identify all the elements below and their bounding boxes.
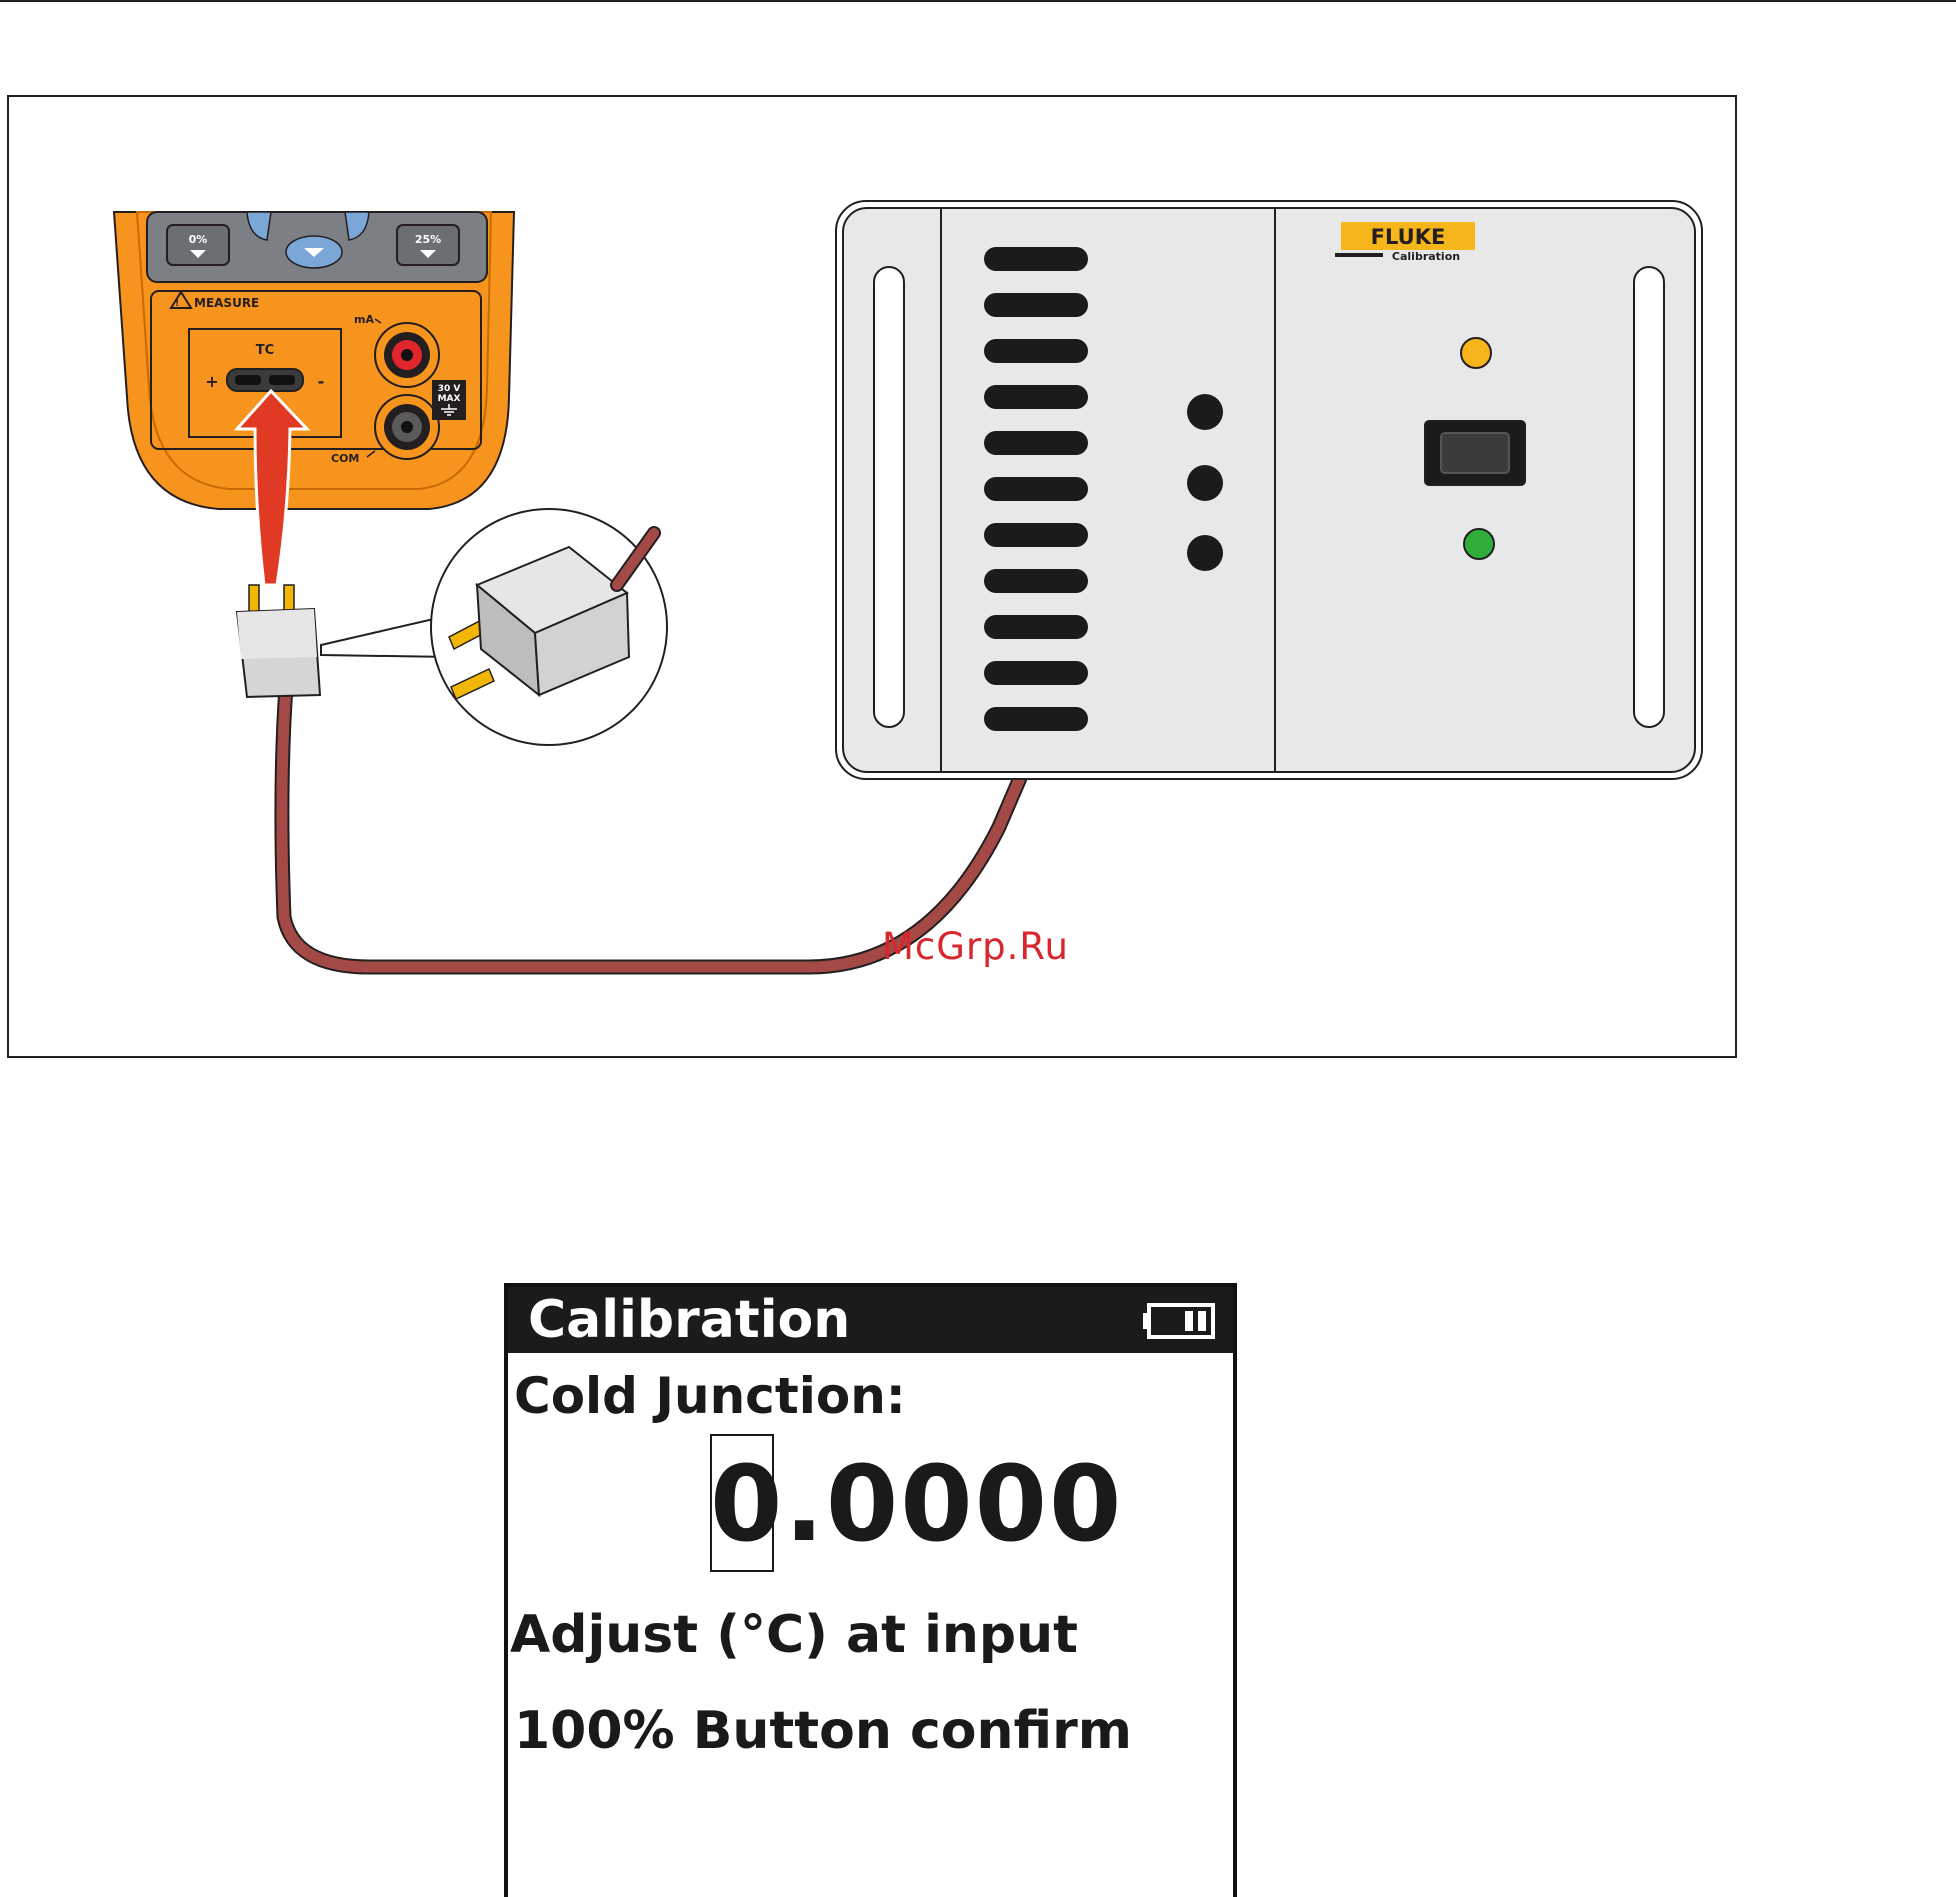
status-led-green: [1464, 529, 1494, 559]
well-hole-1: [1187, 394, 1223, 430]
connection-figure: 0% 25% ! MEASURE TC + - mA: [7, 95, 1737, 1058]
watermark: McGrp.Ru: [882, 925, 1069, 968]
ma-label: mA: [354, 313, 374, 326]
thermocouple-connector: [237, 585, 320, 697]
cold-junction-label: Cold Junction:: [514, 1367, 906, 1425]
well-hole-3: [1187, 535, 1223, 571]
com-label: COM: [331, 452, 359, 465]
instruction-line-2: 100% Button confirm: [514, 1701, 1132, 1761]
well-hole-2: [1187, 465, 1223, 501]
zero-percent-label: 0%: [189, 233, 208, 246]
status-led-yellow: [1461, 338, 1491, 368]
tc-label: TC: [256, 343, 274, 358]
fluke-logo-sub: Calibration: [1392, 250, 1460, 263]
max-rating-line2: MAX: [438, 394, 461, 404]
twentyfive-percent-label: 25%: [415, 233, 441, 246]
plus-label: +: [205, 372, 218, 391]
calibration-display: Calibration Cold Junction: 0.0000 Adjust…: [504, 1283, 1237, 1897]
calibrator: 0% 25% ! MEASURE TC + - mA: [114, 212, 514, 509]
max-rating-line1: 30 V: [438, 384, 461, 394]
connection-illustration: 0% 25% ! MEASURE TC + - mA: [9, 97, 1737, 1058]
handle-right: [1634, 267, 1664, 727]
svg-text:!: !: [175, 299, 179, 309]
page-top-rule: [0, 0, 1956, 2]
digit-cursor: [710, 1434, 774, 1572]
measure-label: MEASURE: [194, 296, 259, 310]
battery-icon: [1143, 1303, 1215, 1339]
heat-source-unit: FLUKE Calibration: [836, 201, 1702, 779]
cold-junction-value: 0.0000: [710, 1434, 1123, 1574]
handle-left: [874, 267, 904, 727]
display-title: Calibration: [528, 1289, 850, 1351]
minus-label: -: [318, 372, 325, 391]
instruction-line-1: Adjust (°C) at input: [510, 1605, 1078, 1665]
fluke-logo-text: FLUKE: [1371, 225, 1446, 249]
value-rest: .0000: [784, 1443, 1123, 1565]
display-title-bar: Calibration: [508, 1287, 1233, 1353]
